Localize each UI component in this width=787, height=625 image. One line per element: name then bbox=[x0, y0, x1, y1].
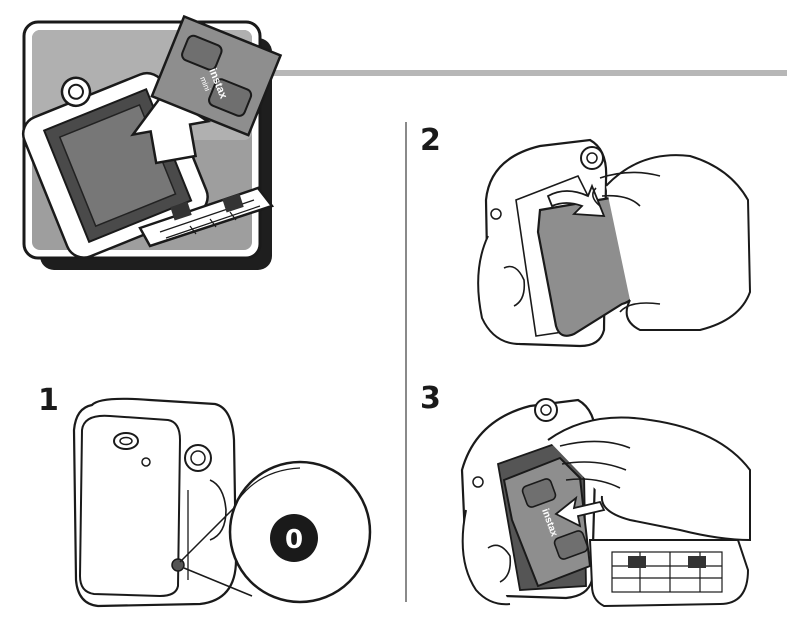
column-divider bbox=[405, 122, 407, 602]
shot-counter-value: 0 bbox=[285, 525, 303, 555]
step-number-1: 1 bbox=[38, 383, 59, 418]
header-rule bbox=[268, 70, 787, 76]
step-number-3: 3 bbox=[420, 381, 441, 416]
step-number-2: 2 bbox=[420, 123, 441, 158]
